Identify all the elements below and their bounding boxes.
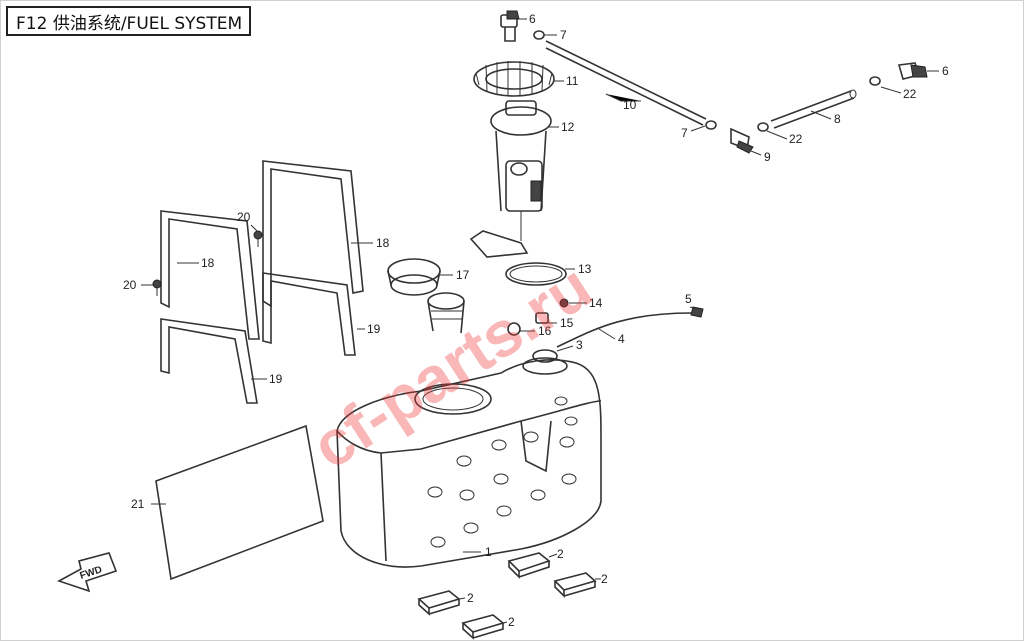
gasket-part: [505, 262, 567, 286]
bolt-20b-part: [152, 279, 162, 296]
callout-label: 21: [131, 497, 145, 511]
callout-label: 20: [123, 278, 137, 292]
bracket-19-rear-part: [262, 272, 356, 356]
callout-label: 17: [456, 268, 470, 282]
bracket-19-front-part: [160, 318, 258, 404]
callout-label: 19: [269, 372, 283, 386]
callout-label: 3: [576, 338, 583, 352]
hose-10-part: [545, 40, 707, 126]
callout-label: 6: [942, 64, 949, 78]
callout-label: 22: [903, 87, 917, 101]
vent-hose-part: [556, 312, 692, 348]
part-16: [507, 322, 521, 336]
title-box: F12 供油系统/FUEL SYSTEM: [6, 6, 251, 36]
callout-label: 18: [376, 236, 390, 250]
clamp-22a-part: [757, 122, 769, 132]
callout-label: 14: [589, 296, 603, 310]
rubber-pad-c-part: [417, 590, 461, 616]
rubber-pad-a-part: [507, 552, 551, 579]
callout-label: 5: [685, 292, 692, 306]
callout-label: 12: [561, 120, 575, 134]
callout-label: 18: [201, 256, 215, 270]
callout-label: 19: [367, 322, 381, 336]
clamp-22b-part: [869, 76, 881, 86]
callout-label: 15: [560, 316, 574, 330]
clamp-top-part: [533, 30, 545, 40]
callout-label: 20: [237, 210, 251, 224]
rubber-pad-d-part: [461, 614, 505, 640]
rubber-pad-b-part: [553, 572, 597, 598]
fuel-tank-part: [336, 357, 602, 568]
vent-fitting-part: [532, 349, 558, 363]
bracket-18-front-part: [160, 210, 260, 340]
hose-8-part: [770, 89, 857, 129]
part-15: [535, 312, 549, 324]
callout-label: 16: [538, 324, 552, 338]
filler-cap-part: [387, 258, 441, 296]
vent-valve-part: [690, 306, 704, 318]
fuel-pump-assembly-part: [469, 100, 552, 258]
fitting-9-part: [730, 127, 754, 154]
callout-label: 1: [485, 545, 492, 559]
callout-label: 8: [834, 112, 841, 126]
callout-label: 13: [578, 262, 592, 276]
bracket-18-rear-part: [262, 160, 364, 308]
clamp-7b-part: [705, 120, 717, 130]
callout-label: 6: [529, 12, 536, 26]
page-title: F12 供油系统/FUEL SYSTEM: [16, 13, 243, 34]
callout-label: 4: [618, 332, 625, 346]
callout-label: 2: [601, 572, 608, 586]
callout-label: 2: [557, 547, 564, 561]
callout-label: 2: [508, 615, 515, 629]
callout-label: 10: [623, 98, 637, 112]
hose-fitting-top-part: [500, 10, 520, 42]
hose-fitting-right-part: [897, 62, 928, 80]
callout-label: 7: [681, 126, 688, 140]
insulation-pad-part: [155, 424, 324, 581]
callout-labels: 6 7 11 12 10 7 9 22 8 22 6 20 18 18 20 1…: [123, 12, 949, 629]
bolt-20a-part: [253, 230, 263, 247]
callout-label: 7: [560, 28, 567, 42]
callout-label: 9: [764, 150, 771, 164]
lock-ring-part: [473, 61, 555, 97]
callout-label: 11: [566, 74, 579, 88]
callout-label: 2: [467, 591, 474, 605]
filler-neck-part: [427, 292, 465, 334]
sensor-14-part: [559, 298, 569, 308]
leader-lines: [141, 18, 939, 624]
callout-label: 22: [789, 132, 803, 146]
fwd-arrow: FWD: [57, 552, 118, 593]
